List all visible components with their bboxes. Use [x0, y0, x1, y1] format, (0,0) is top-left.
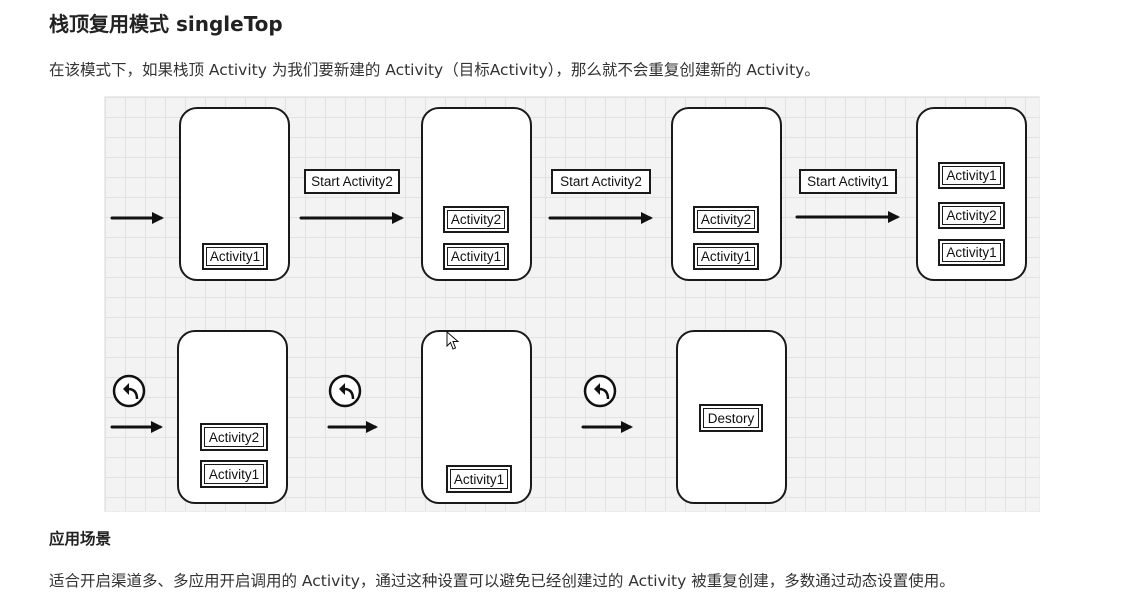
activity-box: Activity1 — [200, 460, 268, 488]
section-paragraph: 适合开启渠道多、多应用开启调用的 Activity，通过这种设置可以避免已经创建… — [49, 572, 955, 590]
activity-box: Activity2 — [938, 202, 1005, 229]
task-stack-5: Activity2 Activity1 — [177, 330, 288, 504]
task-stack-4: Activity1 Activity2 Activity1 — [916, 107, 1027, 281]
activity-box: Activity1 — [693, 243, 759, 270]
diagram-arrows — [110, 211, 900, 433]
activity-box: Activity1 — [446, 465, 512, 493]
activity-box: Activity2 — [693, 206, 759, 233]
activity-box: Activity1 — [938, 162, 1005, 189]
mouse-cursor-icon — [446, 330, 460, 350]
activity-box: Activity1 — [202, 243, 268, 270]
task-stack-6: Activity1 — [421, 330, 532, 504]
step-label-1: Start Activity2 — [304, 169, 400, 194]
task-stack-1: Activity1 — [179, 107, 290, 281]
intro-paragraph: 在该模式下，如果栈顶 Activity 为我们要新建的 Activity（目标A… — [49, 61, 820, 79]
step-label-2: Start Activity2 — [551, 169, 651, 194]
back-icon — [112, 374, 146, 408]
section-heading: 应用场景 — [49, 530, 112, 548]
activity-box: Activity1 — [938, 239, 1005, 266]
step-label-3: Start Activity1 — [799, 169, 897, 194]
back-icon — [328, 374, 362, 408]
back-icon — [583, 374, 617, 408]
page-heading: 栈顶复用模式 singleTop — [49, 12, 283, 36]
activity-box-destroyed: Destory — [699, 404, 763, 432]
singletop-diagram: Activity1 Start Activity2 Activity2 Acti… — [104, 96, 1040, 512]
activity-box: Activity2 — [200, 423, 268, 451]
activity-box: Activity1 — [443, 243, 509, 270]
task-stack-3: Activity2 Activity1 — [671, 107, 782, 281]
task-stack-7: Destory — [676, 330, 787, 504]
activity-box: Activity2 — [443, 206, 509, 233]
task-stack-2: Activity2 Activity1 — [421, 107, 532, 281]
